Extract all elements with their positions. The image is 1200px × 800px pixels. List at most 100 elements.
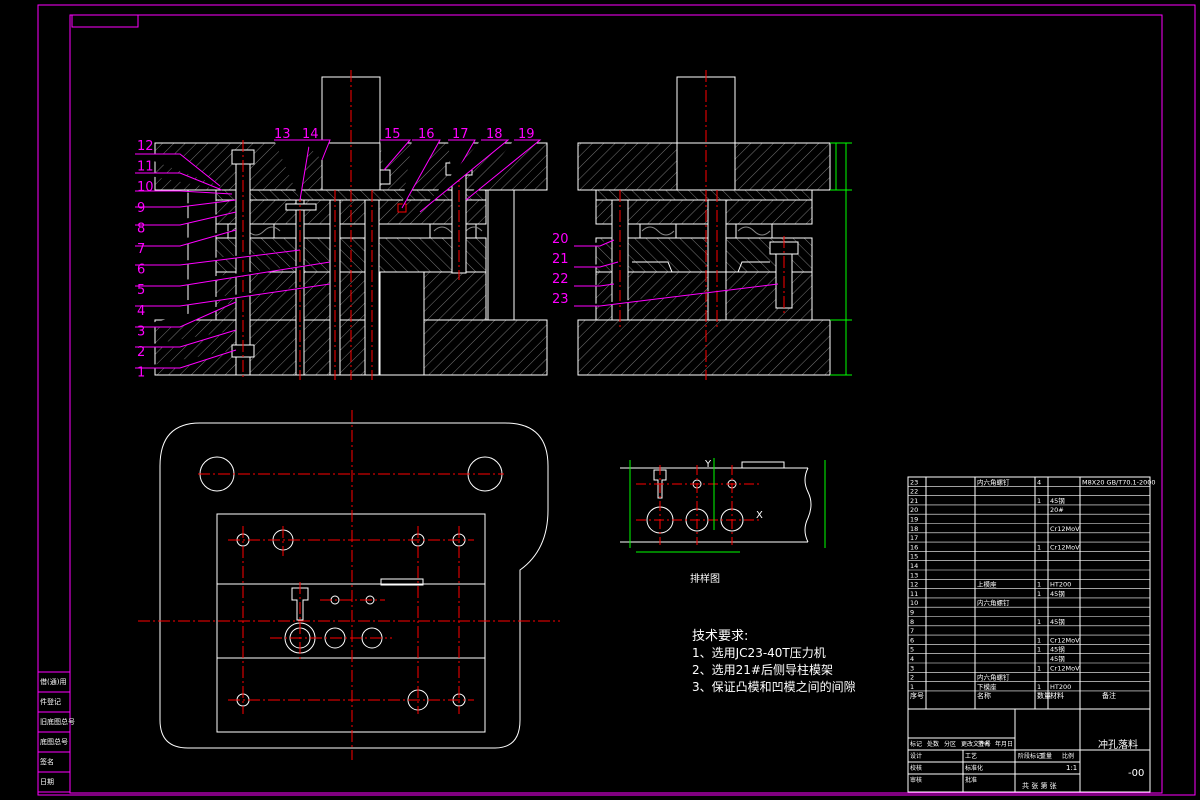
part-number-4: 4 (137, 304, 145, 319)
bom-row-remark: M8X20 GB/T70.1-2000 (1082, 478, 1156, 486)
title-block-role: 批准 (965, 776, 977, 784)
bom-row-qty: 1 (1037, 636, 1041, 644)
part-number-15: 15 (384, 127, 401, 142)
bom-row-qty: 1 (1037, 618, 1041, 626)
bom-row-no: 5 (910, 646, 914, 654)
bom-row-material: Cr12MoV (1050, 664, 1080, 672)
title-block-label: 标记 (910, 740, 922, 748)
bom-row-no: 15 (910, 553, 918, 561)
bom-row-qty: 1 (1037, 543, 1041, 551)
strip-centerlines (636, 465, 760, 545)
title-block-stage-label: 比例 (1062, 752, 1074, 760)
title-block-product-name: 冲孔落料 (1098, 738, 1138, 751)
bom-row-qty: 1 (1037, 581, 1041, 589)
bom-row-material: 45钢 (1050, 646, 1065, 654)
bom-row-no: 1 (910, 683, 914, 691)
bom-header-qty: 数量 (1037, 691, 1051, 700)
bom-row-no: 2 (910, 674, 914, 682)
part-number-6: 6 (137, 263, 145, 278)
part-number-13: 13 (274, 127, 291, 142)
title-block-stage-label: 阶段标记 (1018, 752, 1042, 760)
bom-row-material: 45钢 (1050, 497, 1065, 505)
bom-row-material: 45钢 (1050, 590, 1065, 598)
bom-row-no: 8 (910, 618, 914, 626)
bom-row-material: 45钢 (1050, 655, 1065, 663)
bom-row-qty: 1 (1037, 683, 1041, 691)
bom-row-no: 13 (910, 571, 918, 579)
bom-row-no: 11 (910, 590, 918, 598)
side-section-view (577, 76, 831, 376)
bom-row-material: Cr12MoV (1050, 543, 1080, 551)
bom-row-no: 14 (910, 562, 918, 570)
bom-row-no: 19 (910, 516, 918, 524)
technical-requirement-2: 2、选用21#后侧导柱模架 (692, 663, 833, 677)
part-number-11: 11 (137, 160, 154, 175)
bom-row-qty: 1 (1037, 497, 1041, 505)
bom-header-material: 材料 (1050, 691, 1064, 700)
part-number-21: 21 (552, 252, 569, 267)
bom-row-no: 23 (910, 478, 918, 486)
bom-row-material: Cr12MoV (1050, 636, 1080, 644)
side-view-dimensions (830, 142, 852, 376)
bom-row-name: 内六角螺钉 (977, 598, 1010, 607)
part-number-10: 10 (137, 180, 154, 195)
drawing-frame (37, 4, 1196, 796)
bom-row-qty: 1 (1037, 590, 1041, 598)
bom-row-material: 20# (1050, 506, 1064, 514)
part-number-12: 12 (137, 139, 154, 154)
title-block-labels: 标记处数分区更改文件号签名年月日 (910, 740, 1013, 748)
bom-row-no: 6 (910, 636, 914, 644)
technical-requirement-1: 1、选用JC23-40T压力机 (692, 646, 826, 660)
title-block-role: 工艺 (965, 752, 977, 760)
strip-dimensions (629, 458, 826, 553)
title-block-label: 分区 (944, 740, 956, 748)
bom-row-no: 3 (910, 664, 914, 672)
part-number-14: 14 (302, 127, 319, 142)
part-number-23: 23 (552, 292, 569, 307)
part-number-20: 20 (552, 232, 569, 247)
title-block-drawing-number: -00 (1128, 768, 1144, 779)
bom-row-no: 12 (910, 581, 918, 589)
title-block-label: 更改文件号 (961, 740, 991, 748)
bom-header-name: 名称 (977, 691, 991, 700)
title-block-label: 处数 (927, 740, 939, 748)
side-view-centerlines (619, 70, 785, 380)
strip-layout (620, 461, 812, 543)
title-block-label: 年月日 (995, 740, 1013, 748)
strip-axis-x-label: X (756, 510, 763, 521)
technical-requirements-title: 技术要求: (692, 629, 749, 644)
bom-row-name: 下模座 (977, 682, 997, 691)
bom-row-qty: 1 (1037, 664, 1041, 672)
bom-row-material: HT200 (1050, 683, 1071, 691)
bom-header-no: 序号 (910, 691, 924, 700)
title-block-stage-label: 重量 (1040, 752, 1052, 760)
bom-row-no: 4 (910, 655, 914, 663)
plan-view (159, 422, 549, 749)
part-number-17: 17 (452, 127, 469, 142)
left-binding-strip (37, 671, 71, 793)
bom-row-no: 22 (910, 488, 918, 496)
title-block-role: 标准化 (965, 764, 983, 772)
title-block-role: 审核 (910, 776, 922, 784)
bom-row-material: Cr12MoV (1050, 525, 1080, 533)
bom-row-name: 内六角螺钉 (977, 477, 1010, 486)
part-number-8: 8 (137, 221, 145, 236)
left-strip-label: 日期 (40, 778, 54, 786)
title-block-label: 签名 (978, 740, 990, 748)
left-strip-label: 件登记 (40, 697, 61, 706)
strip-layout-title: 排样图 (690, 572, 720, 585)
part-number-7: 7 (137, 242, 145, 257)
title-block-sheet: 共 张 第 张 (1022, 781, 1057, 790)
title-block-scale: 1:1 (1066, 764, 1077, 772)
plan-view-centerlines (138, 410, 560, 760)
front-view-leaders (135, 139, 542, 369)
part-number-18: 18 (486, 127, 503, 142)
bom-row-material: HT200 (1050, 581, 1071, 589)
part-number-1: 1 (137, 366, 145, 381)
title-block-frame (907, 708, 1151, 793)
